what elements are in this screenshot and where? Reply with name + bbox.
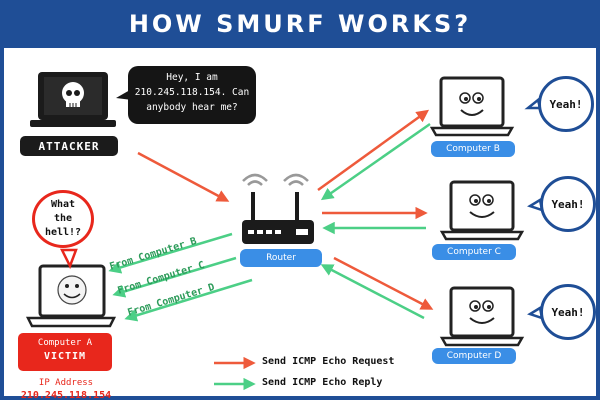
attacker-laptop-icon xyxy=(30,72,116,127)
legend-reply-text: Send ICMP Echo Reply xyxy=(262,377,383,388)
title-banner: HOW SMURF WORKS? xyxy=(0,0,600,48)
attacker-speech-text: Hey, I am 210.245.118.154. Can anybody h… xyxy=(134,72,250,113)
computer-c-reply-bubble: Yeah! xyxy=(540,176,596,232)
reply-from-d-arrow xyxy=(124,278,253,322)
victim-computer-name: Computer A xyxy=(37,338,93,348)
victim-ip-label: IP Address xyxy=(38,378,94,388)
victim-laptop-icon xyxy=(25,264,117,328)
computer-b-reply-bubble: Yeah! xyxy=(538,76,594,132)
router-icon xyxy=(242,173,314,244)
reply-from-b-arrow xyxy=(108,232,233,274)
victim-label-box: Computer A VICTIM xyxy=(18,333,112,371)
computer-c-label: Computer C xyxy=(432,244,516,260)
computer-c-laptop-icon xyxy=(439,180,525,241)
computer-d-laptop-icon xyxy=(439,286,525,347)
router-to-b-arrow xyxy=(317,109,430,192)
attacker-label: ATTACKER xyxy=(20,136,118,156)
computer-b-label: Computer B xyxy=(431,141,515,157)
victim-speech-bubble: What the hell!? xyxy=(32,190,94,248)
victim-bubble-tail xyxy=(59,248,78,270)
computer-b-laptop-icon xyxy=(429,76,515,137)
legend-request-text: Send ICMP Echo Request xyxy=(262,356,395,367)
victim-ip-value: 210.245.118.154 xyxy=(20,390,112,401)
attacker-speech-bubble xyxy=(128,66,256,124)
d-to-router-arrow xyxy=(320,264,425,320)
reply-from-c-arrow xyxy=(112,256,237,298)
router-label: Router xyxy=(240,249,322,267)
computer-d-label: Computer D xyxy=(432,348,516,364)
router-to-d-arrow xyxy=(333,256,434,310)
victim-role: VICTIM xyxy=(43,351,87,362)
diagram-title: HOW SMURF WORKS? xyxy=(128,10,472,38)
attacker-to-router-arrow xyxy=(137,151,230,202)
skull-icon xyxy=(62,82,84,107)
b-to-router-arrow xyxy=(320,122,431,201)
troll-face-icon xyxy=(57,275,87,305)
computer-d-reply-bubble: Yeah! xyxy=(540,284,596,340)
